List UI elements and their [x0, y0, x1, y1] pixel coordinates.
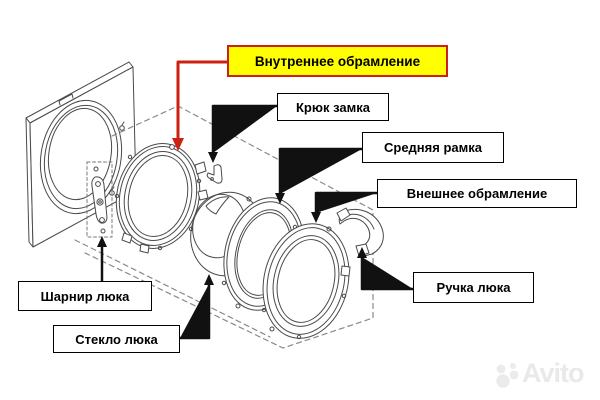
door-hinge-part — [86, 161, 113, 238]
arrowhead-inner-frame — [172, 138, 184, 151]
leader-door-handle — [357, 247, 415, 291]
label-door-glass: Стекло люка — [53, 325, 180, 353]
avito-logo-icon — [496, 363, 519, 388]
label-lock-hook: Крюк замка — [277, 93, 389, 121]
leader-door-hinge — [97, 236, 107, 283]
leader-middle-frame — [275, 147, 364, 204]
label-outer-frame: Внешнее обрамление — [377, 179, 577, 208]
leader-door-glass — [178, 274, 214, 340]
leader-outer-frame — [311, 191, 379, 223]
inner-frame-part — [114, 143, 209, 254]
leader-lock-hook — [208, 104, 279, 163]
leader-lines — [97, 104, 415, 340]
watermark-text: Avito — [522, 357, 584, 388]
leader-inner-frame — [172, 60, 229, 151]
watermark: Avito — [478, 352, 596, 394]
lock-hook-part — [206, 164, 223, 184]
label-middle-frame: Средняя рамка — [362, 132, 504, 163]
label-door-handle: Ручка люка — [413, 272, 534, 303]
outer-frame-part — [262, 223, 351, 340]
label-door-hinge: Шарнир люка — [18, 281, 152, 311]
label-inner-frame: Внутреннее обрамление — [227, 45, 448, 77]
